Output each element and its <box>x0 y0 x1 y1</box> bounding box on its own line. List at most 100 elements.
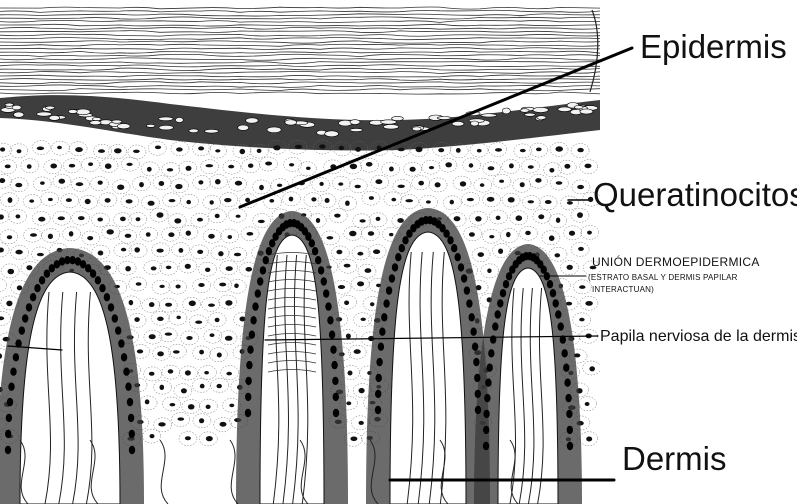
basal-cell <box>495 310 501 318</box>
keratinocyte-nucleus <box>369 196 374 200</box>
basal-cell <box>325 302 331 310</box>
keratinocyte-nucleus <box>259 185 264 190</box>
basal-cell <box>99 284 105 292</box>
keratinocyte-nucleus <box>210 200 214 204</box>
keratinocyte-nucleus <box>17 285 22 290</box>
granular-cell <box>14 112 24 117</box>
keratinocyte-nucleus <box>545 200 552 204</box>
basal-cell <box>466 299 472 307</box>
keratinocyte-nucleus <box>338 285 345 289</box>
basal-cell <box>475 406 481 414</box>
keratinocyte-nucleus <box>173 350 180 353</box>
granular-cell <box>68 110 77 114</box>
keratinocyte-nucleus <box>215 318 220 322</box>
keratinocyte-nucleus <box>98 251 104 256</box>
basal-cell <box>485 379 491 387</box>
basal-cell <box>112 314 118 322</box>
keratinocyte-nucleus <box>159 285 164 288</box>
keratinocyte-nucleus <box>319 144 326 148</box>
basal-cell <box>470 328 476 336</box>
keratinocyte-nucleus <box>133 150 140 153</box>
corneum-layer-line <box>0 51 640 53</box>
keratinocyte-nucleus <box>555 146 563 151</box>
keratinocyte-nucleus <box>15 250 22 255</box>
keratinocyte-nucleus <box>246 267 253 272</box>
keratinocyte-nucleus <box>257 149 262 153</box>
keratinocyte-nucleus <box>98 181 103 185</box>
keratinocyte-nucleus <box>220 422 227 427</box>
corneum-layer-line <box>0 17 640 19</box>
granular-cell <box>580 109 593 114</box>
corneum-layer-line <box>0 75 640 77</box>
keratinocyte-nucleus <box>579 318 584 322</box>
basal-cell <box>333 409 339 417</box>
corneum-layer-line <box>0 58 640 60</box>
basal-cell <box>503 280 509 288</box>
granular-cell <box>533 107 548 112</box>
keratinocyte-nucleus <box>228 235 233 239</box>
basal-cell <box>127 398 133 406</box>
keratinocyte-nucleus <box>536 148 542 152</box>
granular-cell <box>267 127 281 133</box>
basal-cell <box>266 247 272 255</box>
keratinocyte-nucleus <box>375 179 382 184</box>
keratinocyte-nucleus <box>426 200 431 203</box>
basal-cell <box>69 256 75 264</box>
keratinocyte-nucleus <box>586 437 592 442</box>
keratinocyte-nucleus <box>75 147 83 152</box>
basal-cell <box>451 244 457 252</box>
keratinocyte-nucleus <box>467 198 474 201</box>
keratinocyte-nucleus <box>359 388 365 393</box>
basal-cell <box>488 349 494 357</box>
granular-cell <box>481 114 497 117</box>
corneum-layer-line <box>0 71 640 73</box>
keratinocyte-nucleus <box>338 182 343 185</box>
keratinocyte-nucleus <box>186 200 191 204</box>
basal-cell <box>566 410 572 418</box>
keratinocyte-nucleus <box>416 147 423 153</box>
keratinocyte-nucleus <box>225 300 232 306</box>
keratinocyte-nucleus <box>248 164 253 168</box>
keratinocyte-nucleus <box>87 236 93 240</box>
keratinocyte-nucleus <box>200 384 205 389</box>
basal-cell <box>375 390 381 398</box>
keratinocyte-nucleus <box>17 149 22 153</box>
basal-cell <box>44 270 50 278</box>
keratinocyte-nucleus <box>69 231 74 236</box>
keratinocyte-nucleus <box>15 183 22 187</box>
corneum-layer-line <box>0 7 640 9</box>
keratinocyte-nucleus <box>569 231 575 236</box>
keratinocyte-nucleus <box>336 250 342 255</box>
keratinocyte-nucleus <box>488 166 495 170</box>
granular-cell <box>537 116 546 120</box>
basal-cell <box>458 263 464 271</box>
keratinocyte-nucleus <box>245 198 250 202</box>
corneum-layer-line <box>0 34 640 36</box>
keratinocyte-nucleus <box>58 216 65 220</box>
granular-cell <box>524 113 535 116</box>
keratinocyte-nucleus <box>269 199 274 203</box>
granular-cell <box>502 108 510 114</box>
basal-cell <box>26 303 32 311</box>
basal-cell <box>312 247 318 255</box>
keratinocyte-nucleus <box>40 181 45 184</box>
basal-cell <box>263 256 269 264</box>
basal-cell <box>469 313 475 321</box>
keratinocyte-nucleus <box>16 214 21 218</box>
keratinocyte-nucleus <box>235 181 242 186</box>
keratinocyte-nucleus <box>587 231 592 235</box>
keratinocyte-nucleus <box>186 166 192 171</box>
granular-cell <box>158 117 173 121</box>
keratinocyte-nucleus <box>167 168 173 171</box>
basal-cell <box>128 414 134 422</box>
keratinocyte-nucleus <box>495 148 502 152</box>
corneum-layer-line <box>0 14 640 16</box>
basal-cell <box>461 274 467 282</box>
basal-cell <box>329 331 335 339</box>
keratinocyte-nucleus <box>5 165 11 169</box>
keratinocyte-nucleus <box>376 217 381 221</box>
granular-cell <box>350 128 363 131</box>
basal-cell <box>247 346 253 354</box>
basal-cell <box>483 410 489 418</box>
keratinocyte-nucleus <box>344 264 351 268</box>
